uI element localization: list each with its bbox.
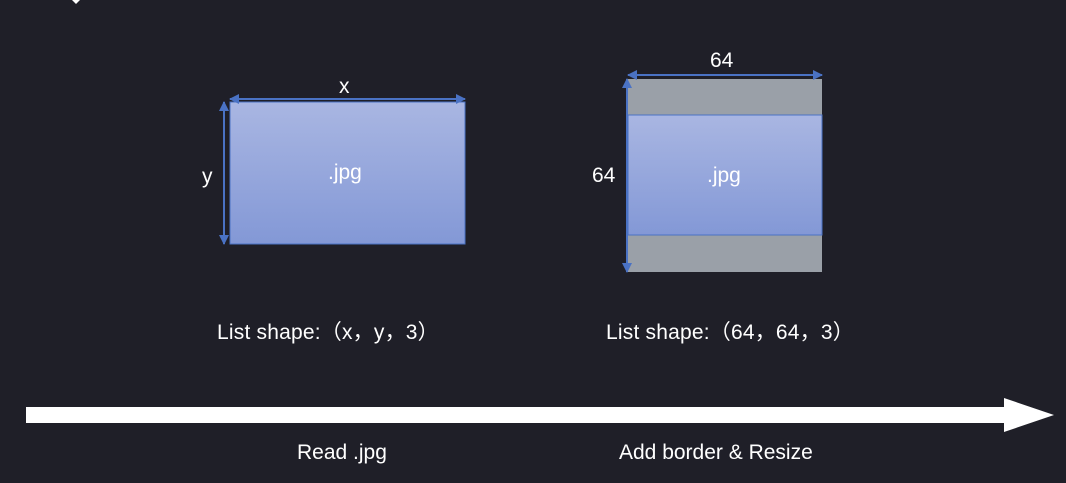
resized-width-label: 64 (710, 49, 734, 72)
resized-height-label: 64 (592, 164, 616, 187)
original-shape-text: List shape:（x，y，3） (217, 321, 439, 344)
step-label-resize: Add border & Resize (619, 441, 813, 464)
resized-file-label: .jpg (707, 164, 741, 187)
timeline-arrow (26, 398, 1054, 432)
step-label-read: Read .jpg (297, 441, 387, 464)
original-file-label: .jpg (328, 161, 362, 184)
original-image-box (229, 101, 466, 245)
height-label: y (202, 165, 213, 188)
resized-shape-text: List shape:（64，64，3） (606, 321, 854, 344)
width-label: x (339, 75, 350, 98)
chevron-down-icon (72, 0, 80, 4)
